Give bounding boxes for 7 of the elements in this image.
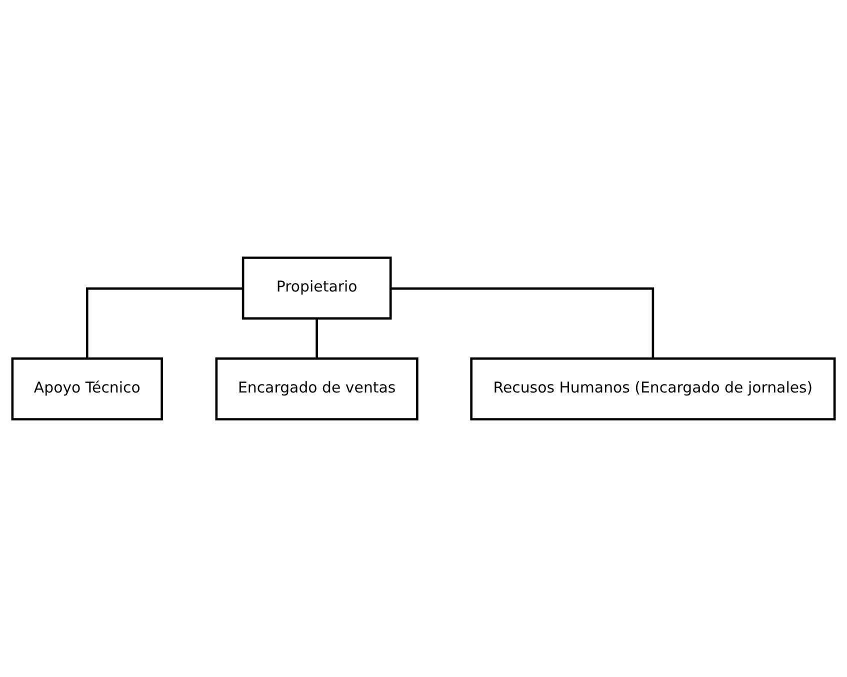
connector (86, 287, 243, 359)
node-box: Encargado de ventas (215, 357, 418, 420)
node-box: Apoyo Técnico (11, 357, 163, 420)
node-box: Propietario (242, 256, 392, 320)
node-box: Recusos Humanos (Encargado de jornales) (470, 357, 836, 420)
connector (390, 287, 654, 359)
connector (316, 318, 318, 358)
